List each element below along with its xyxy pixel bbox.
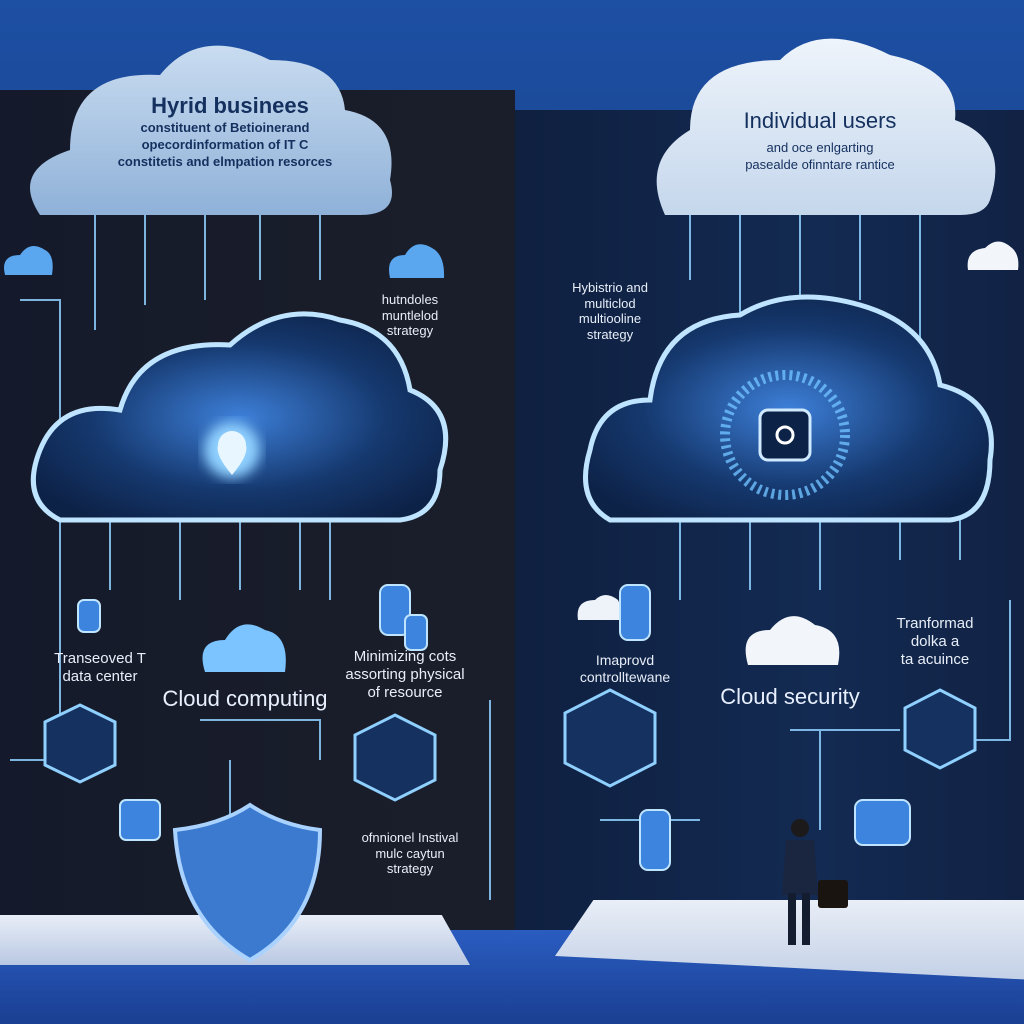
shield-icon	[172, 802, 323, 963]
label-line: Transeoved T	[54, 650, 146, 667]
label-cloud-computing: Cloud computing	[162, 686, 328, 711]
label-line: Imaprovd	[595, 652, 655, 668]
label-strategy: ofnnionel Instival mulc caytun strategy	[330, 830, 490, 877]
label-line: Hybistrio and	[572, 280, 648, 295]
label-line: dolka a	[910, 633, 960, 650]
label-line: strategy	[386, 323, 434, 339]
label-line: Tranformad	[896, 615, 974, 632]
label-cloud-security: Cloud security	[720, 684, 860, 709]
right-header-line: and oce enlgarting	[766, 140, 874, 155]
label-line: mulc caytun	[375, 845, 445, 861]
right-panel	[515, 110, 1024, 950]
cloud-security-cloud	[583, 294, 994, 523]
businessman-figure	[782, 819, 848, 945]
label-line: data center	[62, 668, 138, 685]
left-side-label: hutndoles muntlelod strategy	[360, 292, 460, 339]
label-line: strategy	[586, 326, 634, 342]
left-header-line: constitetis and elmpation resorces	[117, 154, 333, 169]
label-transformed: Tranformad dolka a ta acuince	[875, 615, 995, 669]
label-line: muntlelod	[381, 307, 439, 323]
label-line: of resource	[367, 684, 443, 701]
header-cloud-right	[656, 38, 996, 215]
label-costs: Minimizing cots assorting physical of re…	[330, 648, 480, 702]
label-line: assorting physical	[345, 666, 465, 683]
label-improved: Imaprovd controlltewane	[560, 652, 690, 686]
small-clouds	[4, 241, 1019, 672]
header-cloud-left	[30, 45, 392, 216]
right-header-title: Individual users	[743, 108, 897, 133]
right-header-line: pasealde ofinntare rantice	[745, 157, 895, 172]
connector-lines	[10, 215, 1011, 900]
label-line: hutndoles	[381, 292, 439, 307]
label-line: ta acuince	[900, 651, 970, 668]
cloud-computing-cloud	[30, 311, 449, 523]
label-line: multiclod	[584, 295, 636, 311]
label-line: Minimizing cots	[353, 648, 457, 665]
label-line: controlltewane	[579, 668, 671, 685]
database-icons	[77, 584, 911, 871]
left-header-line: opecordinformation of IT C	[141, 137, 309, 152]
left-header-title: Hyrid businees	[151, 93, 309, 118]
label-line: multiooline	[578, 311, 642, 327]
right-side-label: Hybistrio and multiclod multiooline stra…	[545, 280, 675, 342]
label-line: strategy	[386, 861, 434, 877]
left-header-line: constituent of Betioinerand	[140, 120, 310, 135]
label-line: ofnnionel Instival	[361, 830, 459, 845]
label-data-center: Transeoved T data center	[35, 650, 165, 686]
hexagon-icons	[43, 688, 977, 802]
